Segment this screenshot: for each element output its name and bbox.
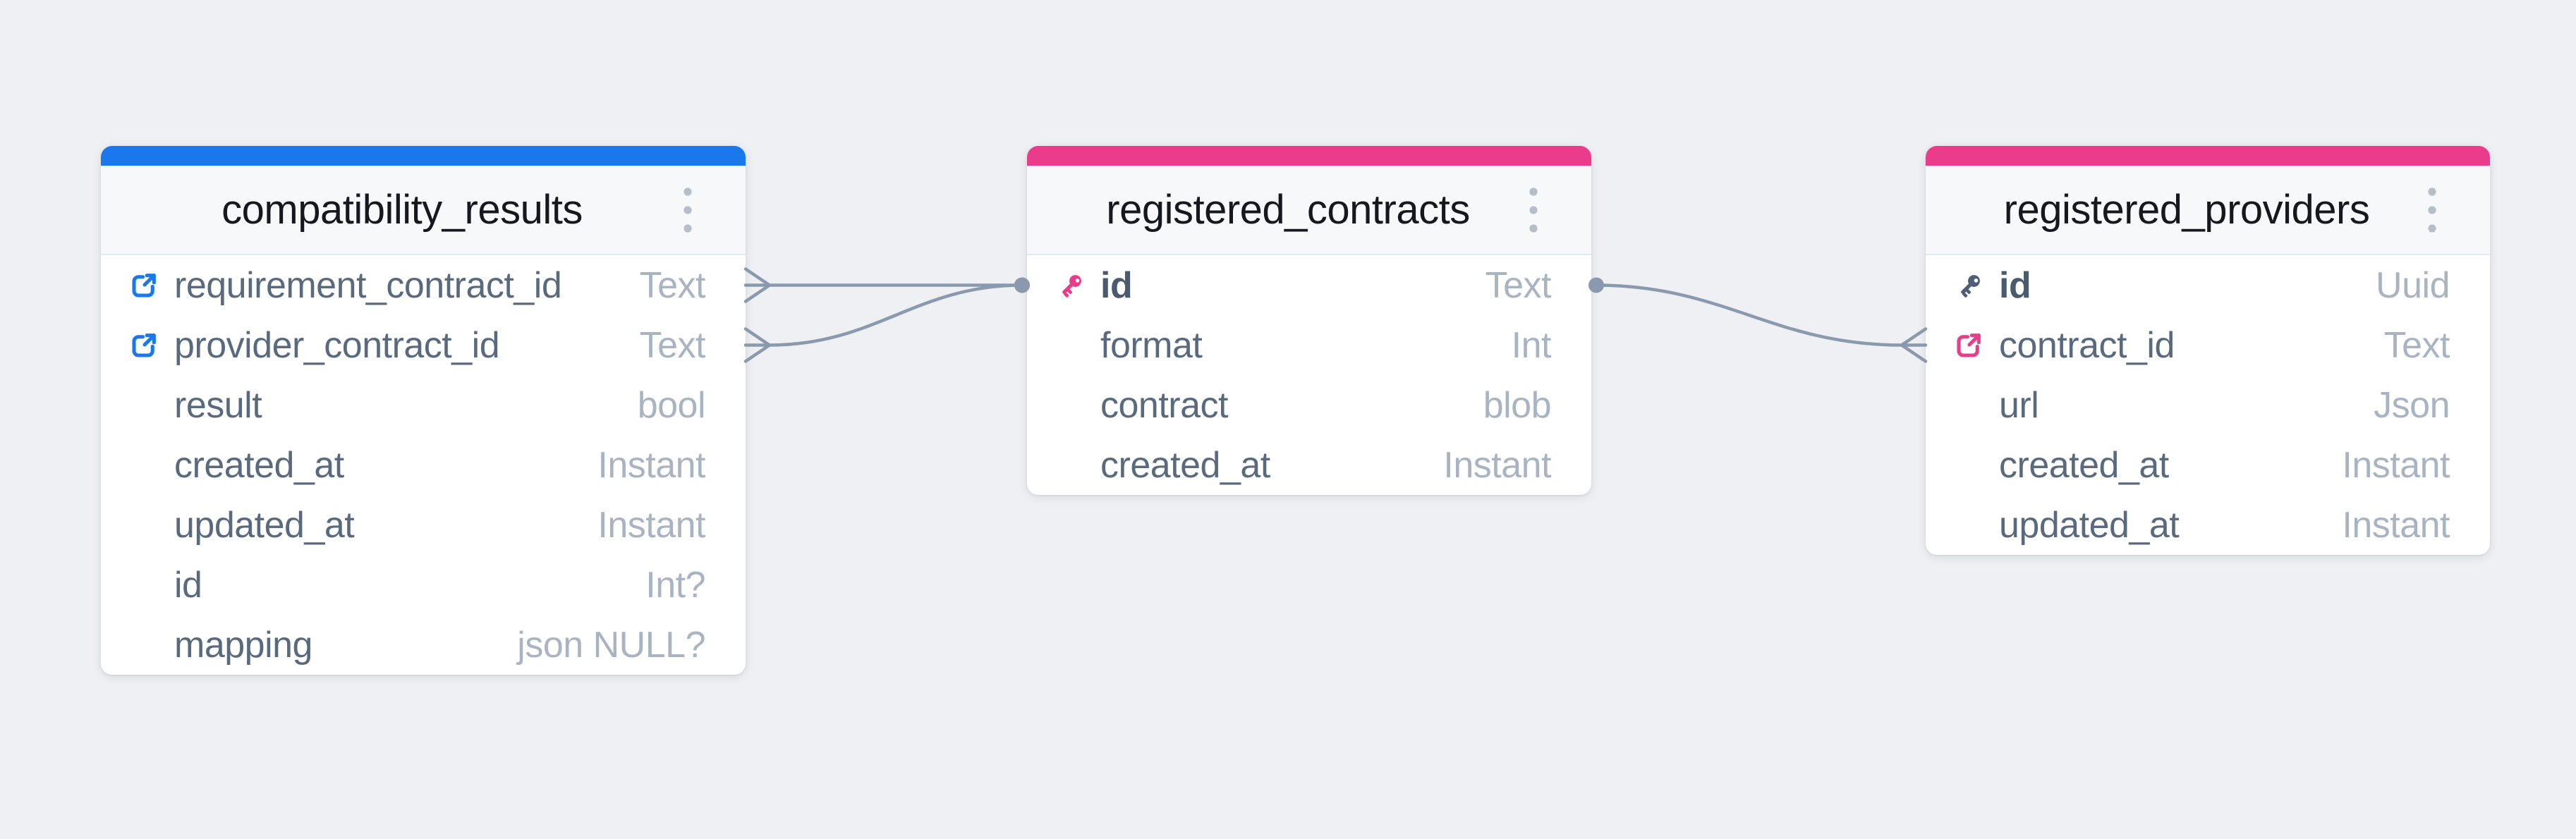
field-type: Text xyxy=(639,264,706,306)
field-type: Instant xyxy=(597,444,705,486)
table-title: registered_contracts xyxy=(1106,187,1470,233)
field-type: Int xyxy=(1511,324,1552,366)
field-name: mapping xyxy=(174,624,312,666)
empty-icon-slot xyxy=(1055,450,1100,481)
field-row-contract_id[interactable]: contract_id Text xyxy=(1926,315,2490,375)
foreign-key-icon xyxy=(1954,330,1999,361)
field-name: updated_at xyxy=(174,504,355,546)
relationship-line-compatibility_results-provider_contract_id[interactable] xyxy=(743,277,1030,363)
empty-icon-slot xyxy=(129,450,174,481)
field-row-updated_at[interactable]: updated_at Instant xyxy=(101,495,746,555)
empty-icon-slot xyxy=(1954,390,1999,421)
many-end-crowfoot xyxy=(1900,327,1928,363)
field-type: Instant xyxy=(1443,444,1551,486)
field-row-url[interactable]: url Json xyxy=(1926,375,2490,435)
foreign-key-icon xyxy=(129,330,174,361)
field-row-provider_contract_id[interactable]: provider_contract_id Text xyxy=(101,315,746,375)
field-row-contract[interactable]: contract blob xyxy=(1027,375,1591,435)
field-name: format xyxy=(1100,324,1203,366)
many-end-crowfoot xyxy=(743,267,772,303)
field-row-mapping[interactable]: mapping json NULL? xyxy=(101,615,746,675)
field-name: id xyxy=(1999,264,2031,306)
empty-icon-slot xyxy=(1954,450,1999,481)
field-row-id[interactable]: id Uuid xyxy=(1926,255,2490,315)
empty-icon-slot xyxy=(1055,390,1100,421)
field-type: Instant xyxy=(2342,504,2450,546)
field-row-created_at[interactable]: created_at Instant xyxy=(1027,435,1591,495)
table-header[interactable]: compatibility_results xyxy=(101,166,746,255)
table-header[interactable]: registered_contracts xyxy=(1027,166,1591,255)
field-list: id Text format Int contract blob created_at Ins… xyxy=(1027,255,1591,495)
field-row-id[interactable]: id Int? xyxy=(101,555,746,615)
field-name: created_at xyxy=(1999,444,2169,486)
field-name: url xyxy=(1999,384,2039,426)
table-accent-bar xyxy=(1027,146,1591,166)
field-row-result[interactable]: result bool xyxy=(101,375,746,435)
kebab-menu-icon[interactable] xyxy=(2417,180,2448,240)
table-card-compatibility_results[interactable]: compatibility_results requirement_contrac… xyxy=(101,146,746,675)
empty-icon-slot xyxy=(1055,330,1100,361)
empty-icon-slot xyxy=(129,510,174,541)
field-type: bool xyxy=(637,384,706,426)
table-accent-bar xyxy=(101,146,746,166)
table-title: compatibility_results xyxy=(221,187,583,233)
empty-icon-slot xyxy=(129,390,174,421)
many-end-crowfoot xyxy=(743,327,772,363)
table-header[interactable]: registered_providers xyxy=(1926,166,2490,255)
relationship-line-compatibility_results-requirement_contract_id[interactable] xyxy=(743,267,1030,303)
field-row-created_at[interactable]: created_at Instant xyxy=(101,435,746,495)
kebab-menu-icon[interactable] xyxy=(1518,180,1549,240)
kebab-menu-icon[interactable] xyxy=(672,180,703,240)
field-name: updated_at xyxy=(1999,504,2180,546)
field-row-requirement_contract_id[interactable]: requirement_contract_id Text xyxy=(101,255,746,315)
field-type: Text xyxy=(2383,324,2450,366)
field-name: result xyxy=(174,384,262,426)
relationship-curve xyxy=(767,283,1024,347)
relationship-line-registered_providers-contract_id[interactable] xyxy=(1588,277,1928,363)
field-name: contract xyxy=(1100,384,1228,426)
field-row-created_at[interactable]: created_at Instant xyxy=(1926,435,2490,495)
table-accent-bar xyxy=(1926,146,2490,166)
field-type: json NULL? xyxy=(517,624,705,666)
field-name: id xyxy=(174,564,202,606)
field-type: Int? xyxy=(645,564,705,606)
field-name: contract_id xyxy=(1999,324,2175,366)
field-row-id[interactable]: id Text xyxy=(1027,255,1591,315)
field-type: Instant xyxy=(597,504,705,546)
field-row-updated_at[interactable]: updated_at Instant xyxy=(1926,495,2490,555)
field-name: created_at xyxy=(1100,444,1270,486)
field-name: requirement_contract_id xyxy=(174,264,562,306)
primary-key-icon xyxy=(1055,270,1100,301)
table-title: registered_providers xyxy=(2003,187,2370,233)
field-type: Json xyxy=(2374,384,2450,426)
field-name: id xyxy=(1100,264,1133,306)
foreign-key-icon xyxy=(129,270,174,301)
primary-key-icon xyxy=(1954,270,1999,301)
empty-icon-slot xyxy=(1954,510,1999,541)
field-type: Text xyxy=(1485,264,1552,306)
field-type: Text xyxy=(639,324,706,366)
field-name: provider_contract_id xyxy=(174,324,500,366)
field-type: Uuid xyxy=(2376,264,2450,306)
field-type: blob xyxy=(1483,384,1552,426)
empty-icon-slot xyxy=(129,630,174,661)
empty-icon-slot xyxy=(129,570,174,601)
relationship-curve xyxy=(1594,283,1904,347)
field-row-format[interactable]: format Int xyxy=(1027,315,1591,375)
field-name: created_at xyxy=(174,444,344,486)
field-type: Instant xyxy=(2342,444,2450,486)
